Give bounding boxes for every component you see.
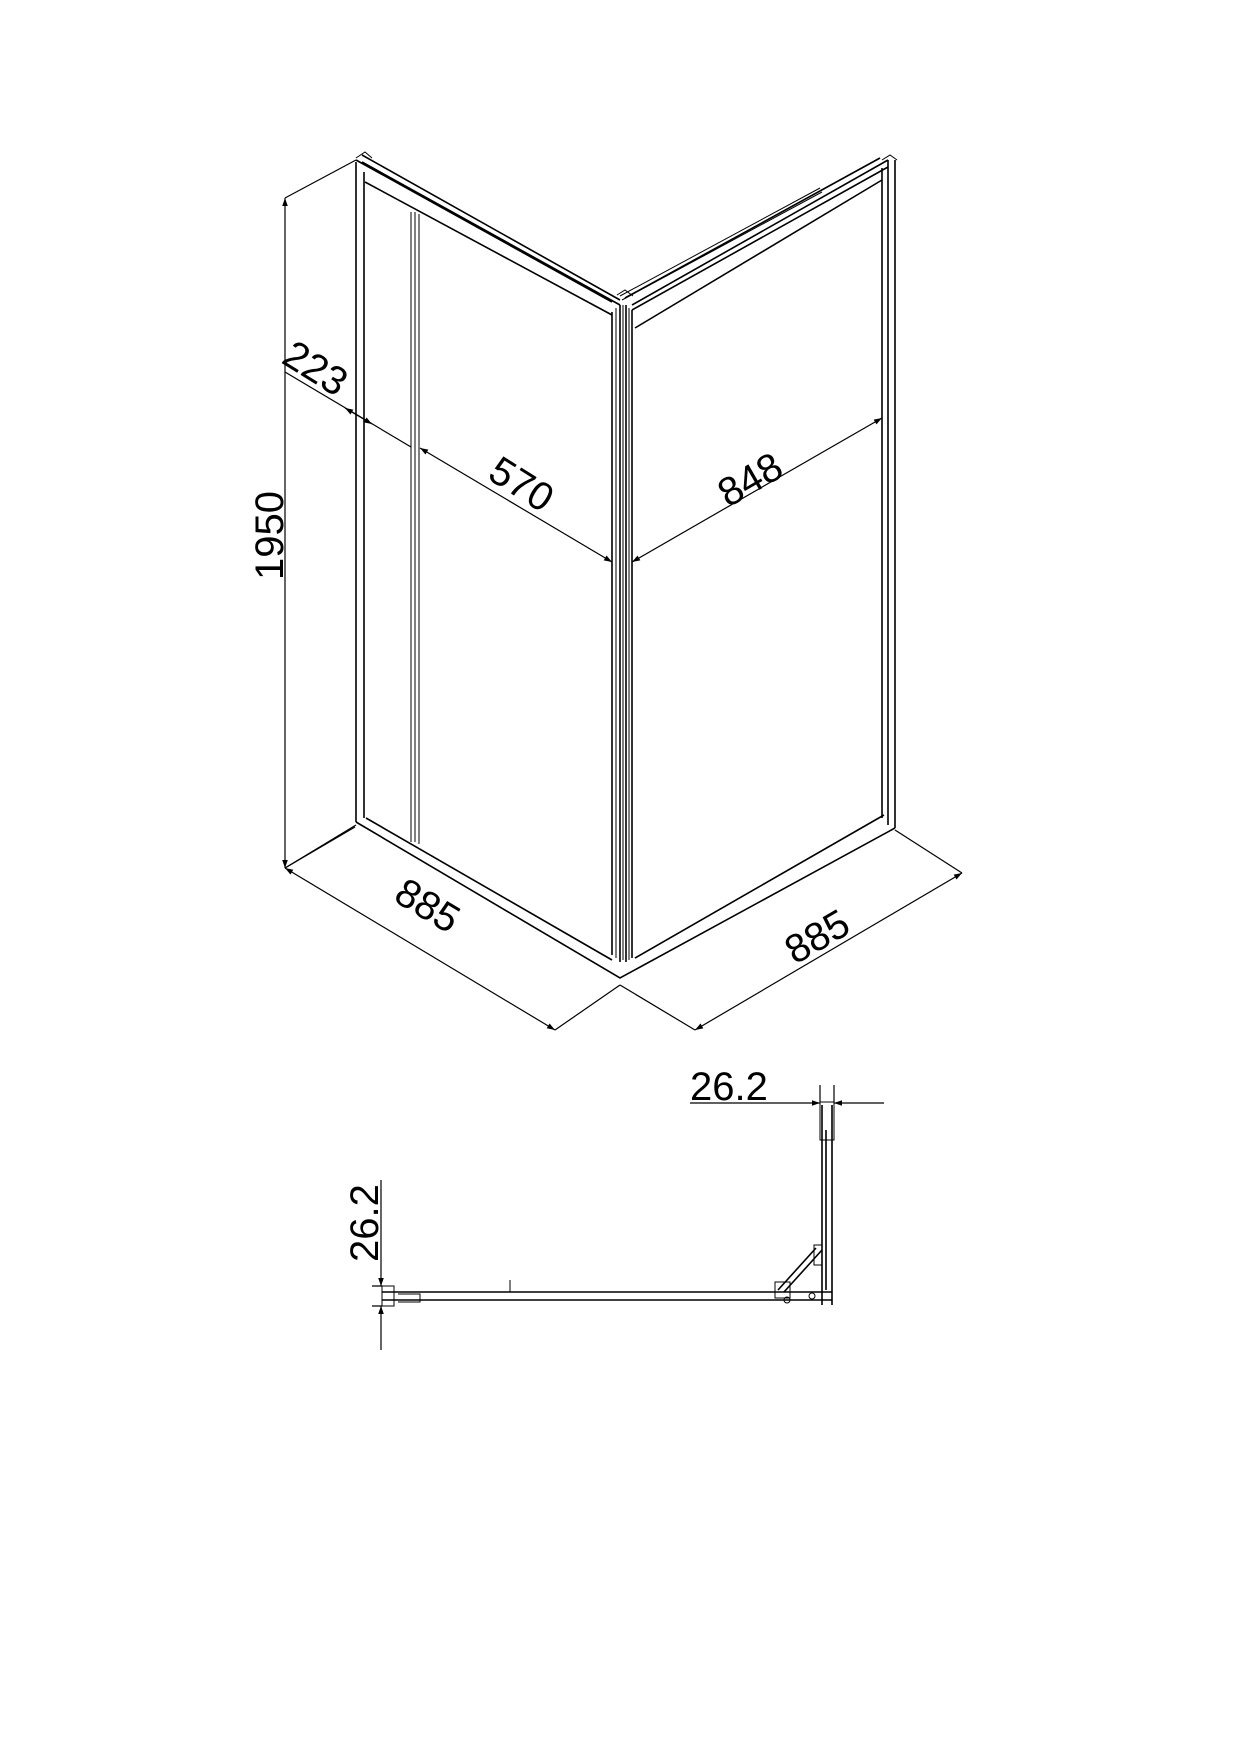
height-dim-label: 1950 (248, 491, 292, 580)
height-dimension: 1950 (248, 159, 357, 869)
door-opening-dimension: 570 (419, 447, 613, 563)
left-panel (355, 151, 621, 961)
plan-view (381, 1101, 835, 1307)
right-panel (619, 154, 898, 959)
door-opening-dim-label: 570 (481, 448, 561, 521)
left-width-dimension: 885 (284, 826, 621, 1031)
left-profile-dim-label: 26.2 (343, 1184, 387, 1262)
side-panel-dim-label: 848 (711, 444, 791, 515)
right-width-dimension: 885 (619, 829, 963, 1031)
top-profile-dimension: 26.2 (690, 1065, 884, 1109)
sliding-door-edge (410, 212, 420, 844)
left-profile-dimension: 26.2 (343, 1180, 387, 1350)
fixed-panel-dim-label: 223 (275, 332, 355, 405)
top-profile-dim-label: 26.2 (690, 1065, 768, 1109)
corner-post (611, 289, 634, 962)
right-width-dim-label: 885 (778, 901, 858, 972)
fixed-panel-dimension: 223 (275, 332, 412, 448)
side-panel-dimension: 848 (631, 417, 883, 563)
